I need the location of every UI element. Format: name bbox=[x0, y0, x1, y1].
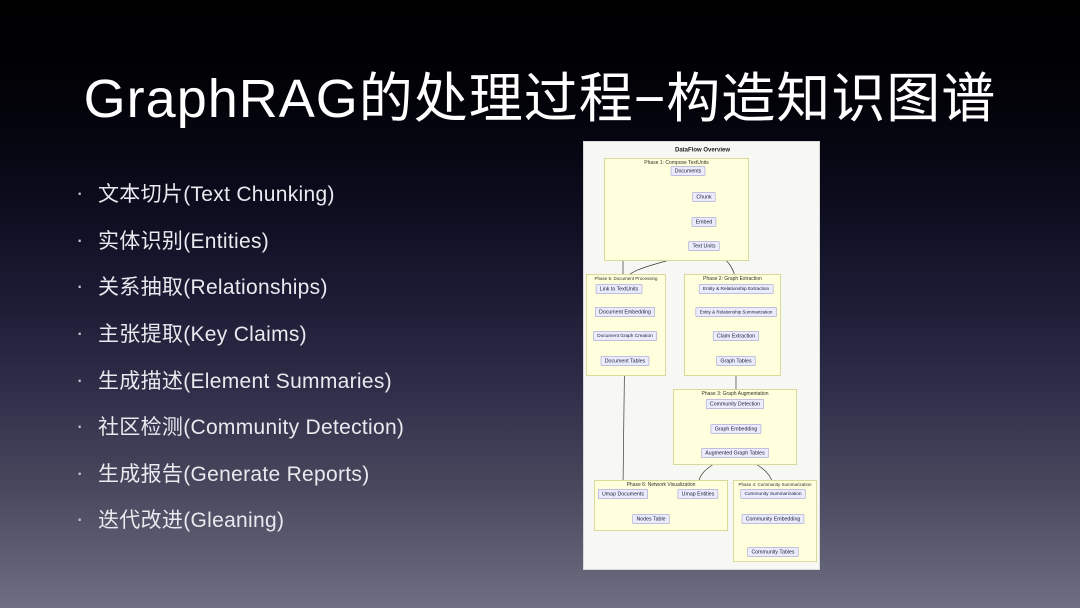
node-link-to-textunits: Link to TextUnits bbox=[595, 284, 643, 294]
page-title: GraphRAG的处理过程−构造知识图谱 bbox=[83, 69, 997, 129]
list-item: 社区检测(Community Detection) bbox=[76, 403, 404, 450]
bullet-text: 关系抽取(Relationships) bbox=[98, 276, 328, 300]
node-community-tables: Community Tables bbox=[747, 547, 799, 557]
node-graph-tables: Graph Tables bbox=[716, 356, 756, 366]
node-community-summarization: Community Summarization bbox=[740, 489, 806, 499]
bullet-dot-icon bbox=[76, 460, 98, 486]
node-augmented-graph-tables: Augmented Graph Tables bbox=[701, 448, 769, 458]
bullet-text: 实体识别(Entities) bbox=[98, 229, 270, 253]
bullet-dot-icon bbox=[76, 320, 98, 346]
node-graph-embedding: Graph Embedding bbox=[710, 424, 762, 434]
dataflow-diagram: DataFlow Overview Phase 1: Compose TextU… bbox=[583, 141, 820, 570]
bullet-dot-icon bbox=[76, 506, 98, 532]
bullet-text: 社区检测(Community Detection) bbox=[98, 416, 405, 440]
node-text-units: Text Units bbox=[688, 241, 720, 251]
list-item: 生成描述(Element Summaries) bbox=[76, 356, 404, 403]
bullet-text: 文本切片(Text Chunking) bbox=[98, 183, 335, 207]
node-community-embedding: Community Embedding bbox=[741, 514, 805, 524]
node-document-embedding: Document Embedding bbox=[595, 307, 655, 317]
list-item: 文本切片(Text Chunking) bbox=[76, 170, 404, 217]
node-claim-extraction: Claim Extraction bbox=[712, 331, 760, 341]
phase-box-network-visualization: Phase 6: Network Visualization bbox=[594, 480, 728, 531]
bullet-dot-icon bbox=[76, 413, 98, 439]
bullet-text: 生成报告(Generate Reports) bbox=[98, 462, 370, 486]
node-embed: Embed bbox=[691, 217, 717, 227]
phase-label: Phase 2: Graph Extraction bbox=[703, 276, 762, 282]
list-item: 主张提取(Key Claims) bbox=[76, 310, 404, 357]
node-document-graph-creation: Document Graph Creation bbox=[593, 331, 657, 341]
node-documents: Documents bbox=[670, 166, 706, 176]
bullet-list: 文本切片(Text Chunking) 实体识别(Entities) 关系抽取(… bbox=[76, 170, 404, 543]
list-item: 关系抽取(Relationships) bbox=[76, 263, 404, 310]
list-item: 实体识别(Entities) bbox=[76, 217, 404, 264]
phase-label: Phase 6: Network Visualization bbox=[626, 482, 696, 488]
bullet-text: 生成描述(Element Summaries) bbox=[98, 369, 392, 393]
node-umap-entities: Umap Entities bbox=[677, 489, 719, 499]
node-entity-relationship-summarization: Entity & Relationship Summarization bbox=[695, 307, 777, 317]
node-chunk: Chunk bbox=[692, 192, 716, 202]
bullet-dot-icon bbox=[76, 180, 98, 206]
node-community-detection: Community Detection bbox=[705, 399, 765, 409]
node-umap-documents: Umap Documents bbox=[597, 489, 649, 499]
bullet-text: 主张提取(Key Claims) bbox=[98, 323, 307, 347]
phase-label: Phase 1: Compose TextUnits bbox=[644, 160, 709, 166]
bullet-dot-icon bbox=[76, 227, 98, 253]
node-nodes-table: Nodes Table bbox=[632, 514, 670, 524]
bullet-dot-icon bbox=[76, 273, 98, 299]
phase-label: Phase 3: Graph Augmentation bbox=[701, 391, 769, 397]
node-entity-relationship-extraction: Entity & Relationship Extraction bbox=[698, 284, 774, 294]
list-item: 生成报告(Generate Reports) bbox=[76, 450, 404, 497]
diagram-canvas: DataFlow Overview Phase 1: Compose TextU… bbox=[584, 142, 819, 569]
phase-label: Phase 4: Community Summarization bbox=[738, 482, 812, 487]
phase-label: Phase 5: Document Processing bbox=[594, 276, 658, 281]
diagram-title: DataFlow Overview bbox=[674, 146, 731, 153]
bullet-dot-icon bbox=[76, 367, 98, 393]
list-item: 迭代改进(Gleaning) bbox=[76, 496, 404, 543]
bullet-text: 迭代改进(Gleaning) bbox=[98, 509, 285, 533]
node-document-tables: Document Tables bbox=[600, 356, 650, 366]
